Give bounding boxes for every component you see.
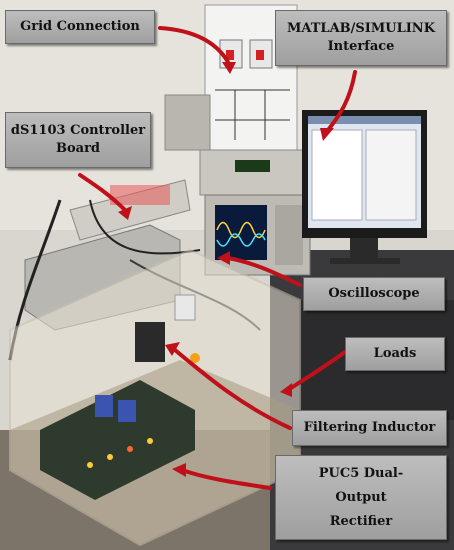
label-oscilloscope-text: Oscilloscope xyxy=(328,286,420,301)
load-resistor xyxy=(174,294,196,321)
arrowhead-matlab xyxy=(320,128,334,141)
label-grid-connection: Grid Connection xyxy=(5,10,155,44)
ds1103-leds xyxy=(110,185,170,205)
label-matlab-line1: MATLAB/SIMULINK xyxy=(286,21,435,36)
monitor-base xyxy=(330,258,400,264)
oscilloscope-controls xyxy=(275,205,303,265)
arrow-ds1103 xyxy=(78,173,127,212)
label-ds1103-line1: dS1103 Controller xyxy=(10,123,146,138)
label-ds1103: dS1103 Controller Board xyxy=(5,112,151,168)
label-puc5-line2: Output xyxy=(335,489,387,505)
inductor-coil xyxy=(190,353,200,363)
arrowhead-puc5 xyxy=(172,463,186,477)
monitor-stand xyxy=(350,238,378,260)
power-analyzer xyxy=(199,149,311,196)
arrowhead-inductor xyxy=(165,342,180,356)
monitor-window-2 xyxy=(365,129,417,221)
arrow-heads xyxy=(118,62,334,477)
arrowhead-ds1103 xyxy=(118,206,132,220)
arrowhead-loads xyxy=(280,383,292,397)
arrowhead-oscilloscope xyxy=(217,251,230,265)
label-puc5-line3: Rectifier xyxy=(329,513,393,529)
capacitor-1 xyxy=(95,395,113,417)
arrow-inductor xyxy=(173,348,292,430)
led-2 xyxy=(107,454,113,460)
label-loads-text: Loads xyxy=(373,346,417,361)
power-analyzer-display xyxy=(235,160,270,172)
cable-2 xyxy=(89,199,201,255)
breaker-2-switch xyxy=(256,50,264,60)
arrow-oscilloscope xyxy=(226,256,302,287)
side-box xyxy=(164,94,211,151)
breaker-1-switch xyxy=(226,50,234,60)
label-oscilloscope: Oscilloscope xyxy=(303,277,445,311)
capacitor-2 xyxy=(118,400,136,422)
scope-trace-1 xyxy=(216,221,266,239)
label-puc5-line1: PUC5 Dual- xyxy=(318,465,404,481)
label-puc5-rectifier: PUC5 Dual- Output Rectifier xyxy=(275,455,447,540)
arrowhead-grid xyxy=(222,62,236,74)
label-grid-connection-text: Grid Connection xyxy=(20,19,140,34)
scope-trace-2 xyxy=(216,233,266,247)
label-filtering-inductor-text: Filtering Inductor xyxy=(303,420,436,435)
load-module xyxy=(135,322,165,362)
arrow-puc5 xyxy=(180,468,272,490)
led-4 xyxy=(147,438,153,444)
label-matlab-line2: Interface xyxy=(327,39,395,54)
label-filtering-inductor: Filtering Inductor xyxy=(292,410,447,446)
monitor-window-1 xyxy=(311,129,363,221)
label-matlab-simulink: MATLAB/SIMULINK Interface xyxy=(275,10,447,66)
oscilloscope-screen xyxy=(215,205,267,260)
label-loads: Loads xyxy=(345,337,445,371)
led-1 xyxy=(87,462,93,468)
led-3 xyxy=(127,446,133,452)
label-ds1103-line2: Board xyxy=(55,141,101,156)
pcb-board xyxy=(40,380,195,500)
arrow-grid xyxy=(158,26,230,64)
monitor-titlebar xyxy=(308,116,421,124)
arrow-matlab xyxy=(326,70,357,132)
annotation-arrows xyxy=(78,26,357,490)
